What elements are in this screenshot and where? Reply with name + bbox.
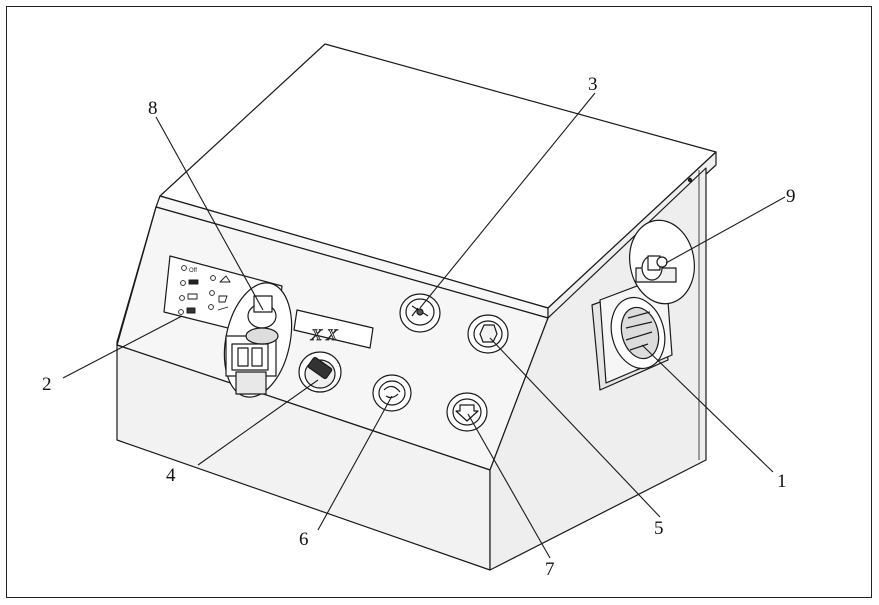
callout-1: 1 — [777, 471, 787, 492]
component-9-connector — [629, 219, 695, 305]
indicator-off-text: Off — [189, 268, 197, 274]
callout-7: 7 — [545, 559, 555, 580]
callout-2: 2 — [42, 374, 52, 395]
box-left-panel — [116, 206, 157, 346]
leader-lines — [62, 92, 786, 559]
callout-4: 4 — [166, 465, 176, 486]
component-4-knob — [298, 351, 342, 393]
nameplate — [293, 309, 374, 349]
box-lid-side-rim — [547, 151, 717, 319]
component-5-button — [467, 314, 509, 354]
callout-labels: 8 3 9 2 4 1 5 6 7 — [42, 74, 796, 580]
callout-5: 5 — [654, 518, 664, 539]
callout-6: 6 — [299, 529, 309, 550]
callout-9: 9 — [786, 186, 796, 207]
indicator-lights — [178, 265, 231, 315]
callout-8: 8 — [148, 98, 158, 119]
diagram-frame — [6, 6, 872, 598]
callout-3: 3 — [588, 74, 598, 95]
nameplate-text: X X — [309, 327, 340, 344]
component-7-button — [446, 392, 488, 432]
component-6-button — [372, 374, 412, 412]
component-3-button — [399, 293, 441, 333]
